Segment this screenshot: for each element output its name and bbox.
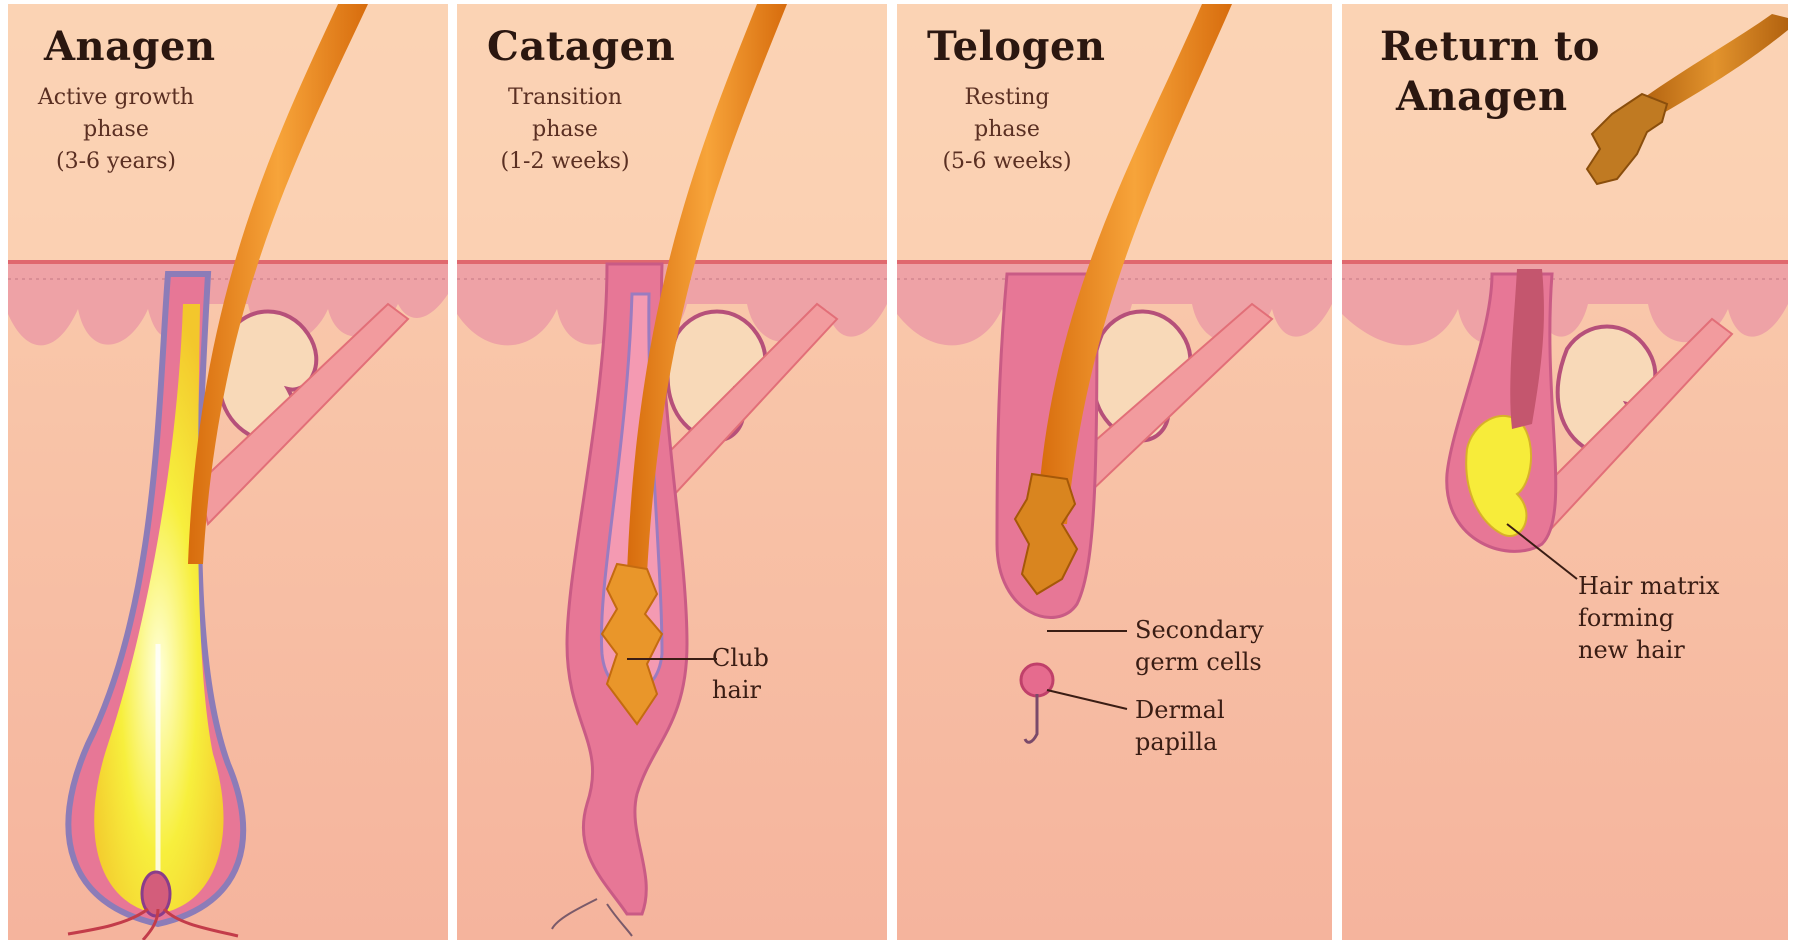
return-to-anagen-illustration bbox=[1342, 4, 1788, 940]
catagen-subtitle: Transition phase (1-2 weeks) bbox=[457, 82, 675, 178]
return-to-anagen-title: Return to Anagen bbox=[1380, 22, 1600, 122]
anagen-title: Anagen bbox=[44, 22, 216, 72]
dermal-papilla-line-2: papilla bbox=[1135, 726, 1225, 758]
telogen-title: Telogen bbox=[927, 22, 1106, 72]
anagen-subtitle-line-3: (3-6 years) bbox=[8, 146, 226, 178]
anagen-subtitle-line-2: phase bbox=[8, 114, 226, 146]
telogen-subtitle-line-1: Resting bbox=[897, 82, 1117, 114]
hair-matrix-label-line-3: new hair bbox=[1578, 634, 1719, 666]
secondary-germ-cells-line-2: germ cells bbox=[1135, 646, 1264, 678]
club-hair-label-line-1: Club bbox=[712, 642, 769, 674]
club-hair-label: Club hair bbox=[712, 642, 769, 706]
panel-catagen: Catagen Transition phase (1-2 weeks) Clu… bbox=[457, 4, 887, 940]
return-to-anagen-title-line-1: Return to bbox=[1380, 22, 1600, 72]
panel-anagen: Anagen Active growth phase (3-6 years) bbox=[8, 4, 448, 940]
panel-return-to-anagen: Return to Anagen Hair matrix forming new… bbox=[1342, 4, 1788, 940]
panel-telogen: Telogen Resting phase (5-6 weeks) Second… bbox=[897, 4, 1332, 940]
dermal-papilla-label: Dermal papilla bbox=[1135, 694, 1225, 758]
return-to-anagen-title-line-2: Anagen bbox=[1380, 72, 1600, 122]
catagen-subtitle-line-3: (1-2 weeks) bbox=[457, 146, 675, 178]
telogen-subtitle-line-3: (5-6 weeks) bbox=[897, 146, 1117, 178]
anagen-subtitle: Active growth phase (3-6 years) bbox=[8, 82, 226, 178]
telogen-subtitle: Resting phase (5-6 weeks) bbox=[897, 82, 1117, 178]
dermal-papilla-line-1: Dermal bbox=[1135, 694, 1225, 726]
secondary-germ-cells-label: Secondary germ cells bbox=[1135, 614, 1264, 678]
catagen-subtitle-line-1: Transition bbox=[457, 82, 675, 114]
telogen-subtitle-line-2: phase bbox=[897, 114, 1117, 146]
hair-matrix-label: Hair matrix forming new hair bbox=[1578, 570, 1719, 666]
hair-matrix-label-line-2: forming bbox=[1578, 602, 1719, 634]
club-hair-label-line-2: hair bbox=[712, 674, 769, 706]
catagen-subtitle-line-2: phase bbox=[457, 114, 675, 146]
secondary-germ-cells-line-1: Secondary bbox=[1135, 614, 1264, 646]
hair-matrix-label-line-1: Hair matrix bbox=[1578, 570, 1719, 602]
anagen-subtitle-line-1: Active growth bbox=[8, 82, 226, 114]
catagen-title: Catagen bbox=[487, 22, 675, 72]
